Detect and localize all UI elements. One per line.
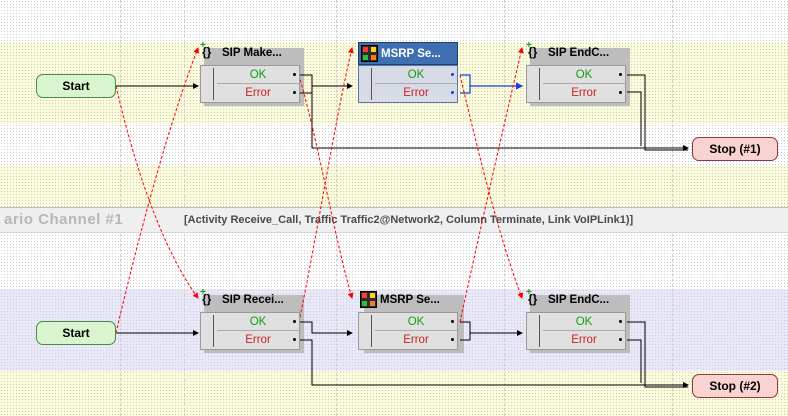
port-error[interactable]: Error — [217, 332, 299, 348]
sync-links — [115, 47, 524, 334]
flow-act3b-error — [627, 339, 642, 383]
port-ok-dot[interactable] — [451, 320, 454, 323]
channel-detail: [Activity Receive_Call, Traffic Traffic2… — [184, 214, 634, 226]
sync-link — [115, 85, 199, 299]
port-error[interactable]: Error — [217, 85, 299, 101]
activity-sip-receive-call[interactable]: +{} SIP Recei... OK Error — [200, 289, 300, 350]
msrp-icon — [361, 45, 378, 62]
flow-act3b-ok — [627, 321, 688, 388]
port-error-dot[interactable] — [293, 91, 296, 94]
sync-link — [298, 47, 354, 323]
braces-icon: +{} — [200, 42, 212, 59]
channel-title: ario Channel #1 — [4, 211, 124, 228]
sync-link — [459, 47, 524, 323]
port-error-dot[interactable] — [451, 91, 454, 94]
port-ok[interactable]: OK — [543, 67, 625, 84]
activity-label: SIP EndC... — [548, 47, 610, 59]
braces-icon: +{} — [200, 289, 212, 306]
channel2-flow — [116, 321, 689, 388]
activity-label: SIP EndC... — [548, 294, 610, 306]
activity-title: +{} SIP EndC... — [526, 42, 626, 65]
activity-title: +{} SIP EndC... — [526, 289, 626, 312]
activity-title: +{} SIP Recei... — [200, 289, 300, 312]
port-ok-dot[interactable] — [293, 320, 296, 323]
activity-body: OK Error — [358, 65, 458, 103]
port-error[interactable]: Error — [375, 332, 457, 348]
flow-act2-error — [460, 86, 471, 94]
sync-link — [459, 74, 524, 299]
port-error-dot[interactable] — [619, 338, 622, 341]
canvas-background — [0, 231, 788, 289]
sync-link — [298, 74, 354, 299]
port-ok[interactable]: OK — [217, 67, 299, 84]
flow-act2-ok — [460, 74, 524, 90]
activity-title: +{} SIP Make... — [200, 42, 300, 65]
activity-sip-end-call-2[interactable]: +{} SIP EndC... OK Error — [526, 289, 626, 350]
braces-icon: +{} — [526, 289, 538, 306]
activity-label: MSRP Se... — [381, 48, 441, 60]
start-node-1[interactable]: Start — [36, 74, 116, 98]
canvas-background — [0, 0, 788, 42]
port-error-dot[interactable] — [619, 91, 622, 94]
activity-sip-make-call[interactable]: +{} SIP Make... OK Error — [200, 42, 300, 103]
channel2-lane-bottom — [0, 371, 788, 416]
flow-to-stop1 — [311, 93, 689, 151]
stop-node-1[interactable]: Stop (#1) — [692, 137, 778, 161]
activity-label: MSRP Se... — [380, 294, 440, 306]
channel1-flow — [116, 74, 689, 151]
activity-body: OK Error — [526, 312, 626, 350]
port-ok-dot[interactable] — [619, 73, 622, 76]
stop-node-2[interactable]: Stop (#2) — [692, 374, 778, 398]
port-error[interactable]: Error — [375, 85, 457, 101]
activity-title: MSRP Se... — [358, 289, 458, 312]
activity-sip-end-call[interactable]: +{} SIP EndC... OK Error — [526, 42, 626, 103]
flow-act2b-error — [460, 333, 471, 341]
activity-msrp-session-selected[interactable]: MSRP Se... OK Error — [358, 42, 458, 103]
port-error[interactable]: Error — [543, 332, 625, 348]
port-ok[interactable]: OK — [375, 314, 457, 331]
flow-act2b-ok — [460, 321, 523, 336]
channel-header: ario Channel #1 [Activity Receive_Call, … — [0, 207, 788, 233]
port-ok-dot[interactable] — [451, 73, 454, 76]
sync-link — [115, 47, 199, 334]
braces-icon: +{} — [526, 42, 538, 59]
flow-act1-error — [299, 86, 313, 94]
flow-to-stop2 — [299, 339, 689, 388]
activity-body: OK Error — [358, 312, 458, 350]
port-ok-dot[interactable] — [293, 73, 296, 76]
activity-label: SIP Make... — [222, 47, 282, 59]
activity-body: OK Error — [526, 65, 626, 103]
flow-act3-ok — [627, 74, 688, 151]
flow-act1-ok — [299, 74, 353, 89]
port-error-dot[interactable] — [451, 338, 454, 341]
activity-label: SIP Recei... — [222, 294, 284, 306]
flow-act3-error — [627, 91, 642, 146]
channel1-lane-bottom — [0, 166, 788, 207]
port-error[interactable]: Error — [543, 85, 625, 101]
activity-body: OK Error — [200, 65, 300, 103]
activity-body: OK Error — [200, 312, 300, 350]
flow-act1b-ok — [299, 321, 353, 336]
activity-title: MSRP Se... — [358, 42, 458, 65]
port-ok[interactable]: OK — [375, 67, 457, 84]
port-ok-dot[interactable] — [619, 320, 622, 323]
start-node-2[interactable]: Start — [36, 321, 116, 345]
port-error-dot[interactable] — [293, 338, 296, 341]
activity-msrp-session[interactable]: MSRP Se... OK Error — [358, 289, 458, 350]
port-ok[interactable]: OK — [543, 314, 625, 331]
msrp-icon — [360, 291, 377, 308]
channel2-lane — [0, 289, 788, 371]
selected-flow — [460, 74, 524, 94]
port-ok[interactable]: OK — [217, 314, 299, 331]
